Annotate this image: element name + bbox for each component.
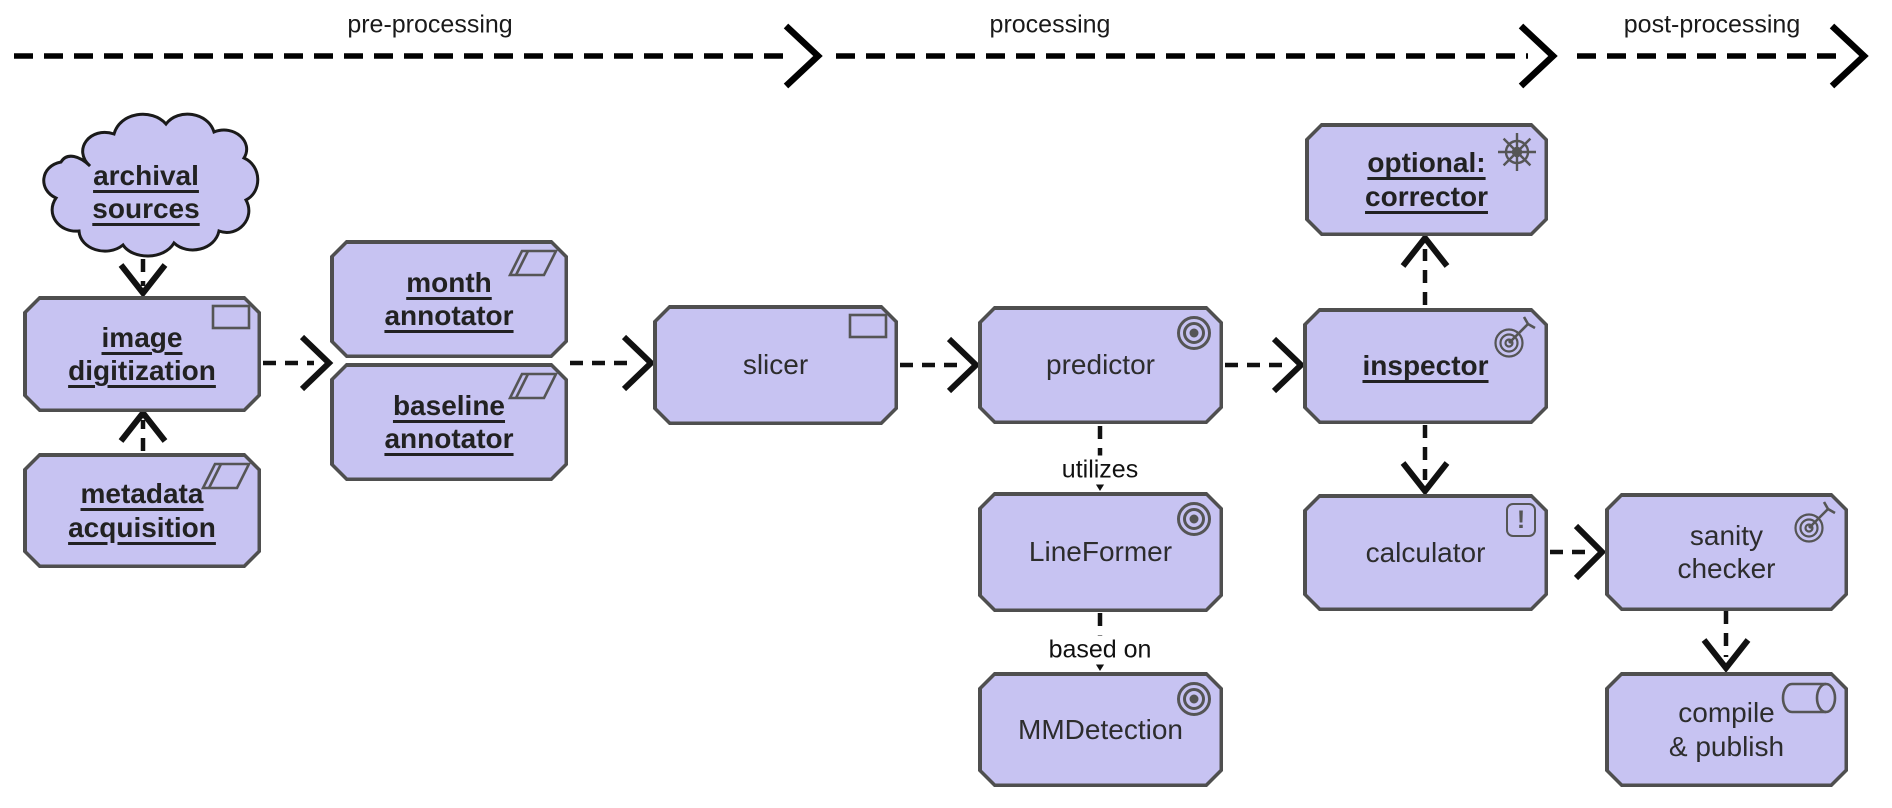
node-label: archival sources — [92, 159, 200, 224]
edge-label-utilizes: utilizes — [1057, 455, 1143, 485]
node-background — [657, 309, 895, 422]
node-label: compile & publish — [1668, 697, 1785, 762]
node-sanity-checker: sanity checker — [1605, 493, 1848, 611]
node-slicer: slicer — [653, 305, 898, 425]
phase-label-post-processing: post-processing — [1623, 10, 1801, 39]
concentric-circles-icon — [1177, 316, 1211, 350]
node-label: sanity checker — [1677, 519, 1776, 584]
phase-label-processing: processing — [989, 10, 1111, 39]
node-label: month annotator — [384, 266, 514, 331]
parallelogram-icon — [508, 249, 558, 277]
rectangle-icon — [211, 304, 251, 330]
parallelogram-icon — [201, 462, 251, 490]
node-image-digitization: image digitization — [23, 296, 261, 412]
exclamation-icon: ! — [1506, 503, 1536, 537]
node-background — [334, 367, 565, 478]
node-label: MMDetection — [1018, 713, 1183, 745]
node-label: metadata acquisition — [68, 478, 216, 543]
node-background — [1609, 676, 1845, 784]
node-mmdetection: MMDetection — [978, 672, 1223, 787]
node-baseline-annotator: baseline annotator — [330, 363, 568, 481]
node-inspector: inspector — [1303, 308, 1548, 424]
node-label: baseline annotator — [384, 389, 514, 454]
node-optional-corrector: optional: corrector — [1305, 123, 1548, 236]
exclamation-glyph: ! — [1516, 505, 1526, 534]
parallelogram-icon — [508, 372, 558, 400]
node-label: calculator — [1365, 536, 1486, 568]
helm-icon — [1498, 133, 1536, 171]
rectangle-icon — [848, 313, 888, 339]
cylinder-icon — [1781, 682, 1837, 714]
node-predictor: predictor — [978, 306, 1223, 424]
phase-label-pre-processing: pre-processing — [347, 10, 513, 39]
node-background — [1307, 498, 1545, 608]
node-label: optional: corrector — [1365, 147, 1488, 212]
dartboard-icon — [1494, 316, 1536, 358]
cloud-shape — [42, 112, 260, 258]
node-background — [27, 300, 258, 409]
node-background — [1309, 127, 1545, 233]
concentric-circles-icon — [1177, 502, 1211, 536]
node-label: LineFormer — [1028, 536, 1173, 568]
dartboard-icon — [1794, 501, 1836, 543]
node-metadata-acquisition: metadata acquisition — [23, 453, 261, 568]
node-month-annotator: month annotator — [330, 240, 568, 358]
edge-label-based-on: based on — [1044, 635, 1156, 665]
node-label: image digitization — [68, 321, 216, 386]
node-label: inspector — [1362, 350, 1489, 382]
node-compile-publish: compile & publish — [1605, 672, 1848, 787]
concentric-circles-icon — [1177, 682, 1211, 716]
node-calculator: calculator ! — [1303, 494, 1548, 611]
node-background — [27, 457, 258, 565]
node-archival-sources: archival sources — [28, 100, 264, 270]
node-lineformer: LineFormer — [978, 492, 1223, 612]
node-label: predictor — [1046, 349, 1155, 381]
node-background — [334, 244, 565, 355]
node-label: slicer — [742, 349, 809, 381]
